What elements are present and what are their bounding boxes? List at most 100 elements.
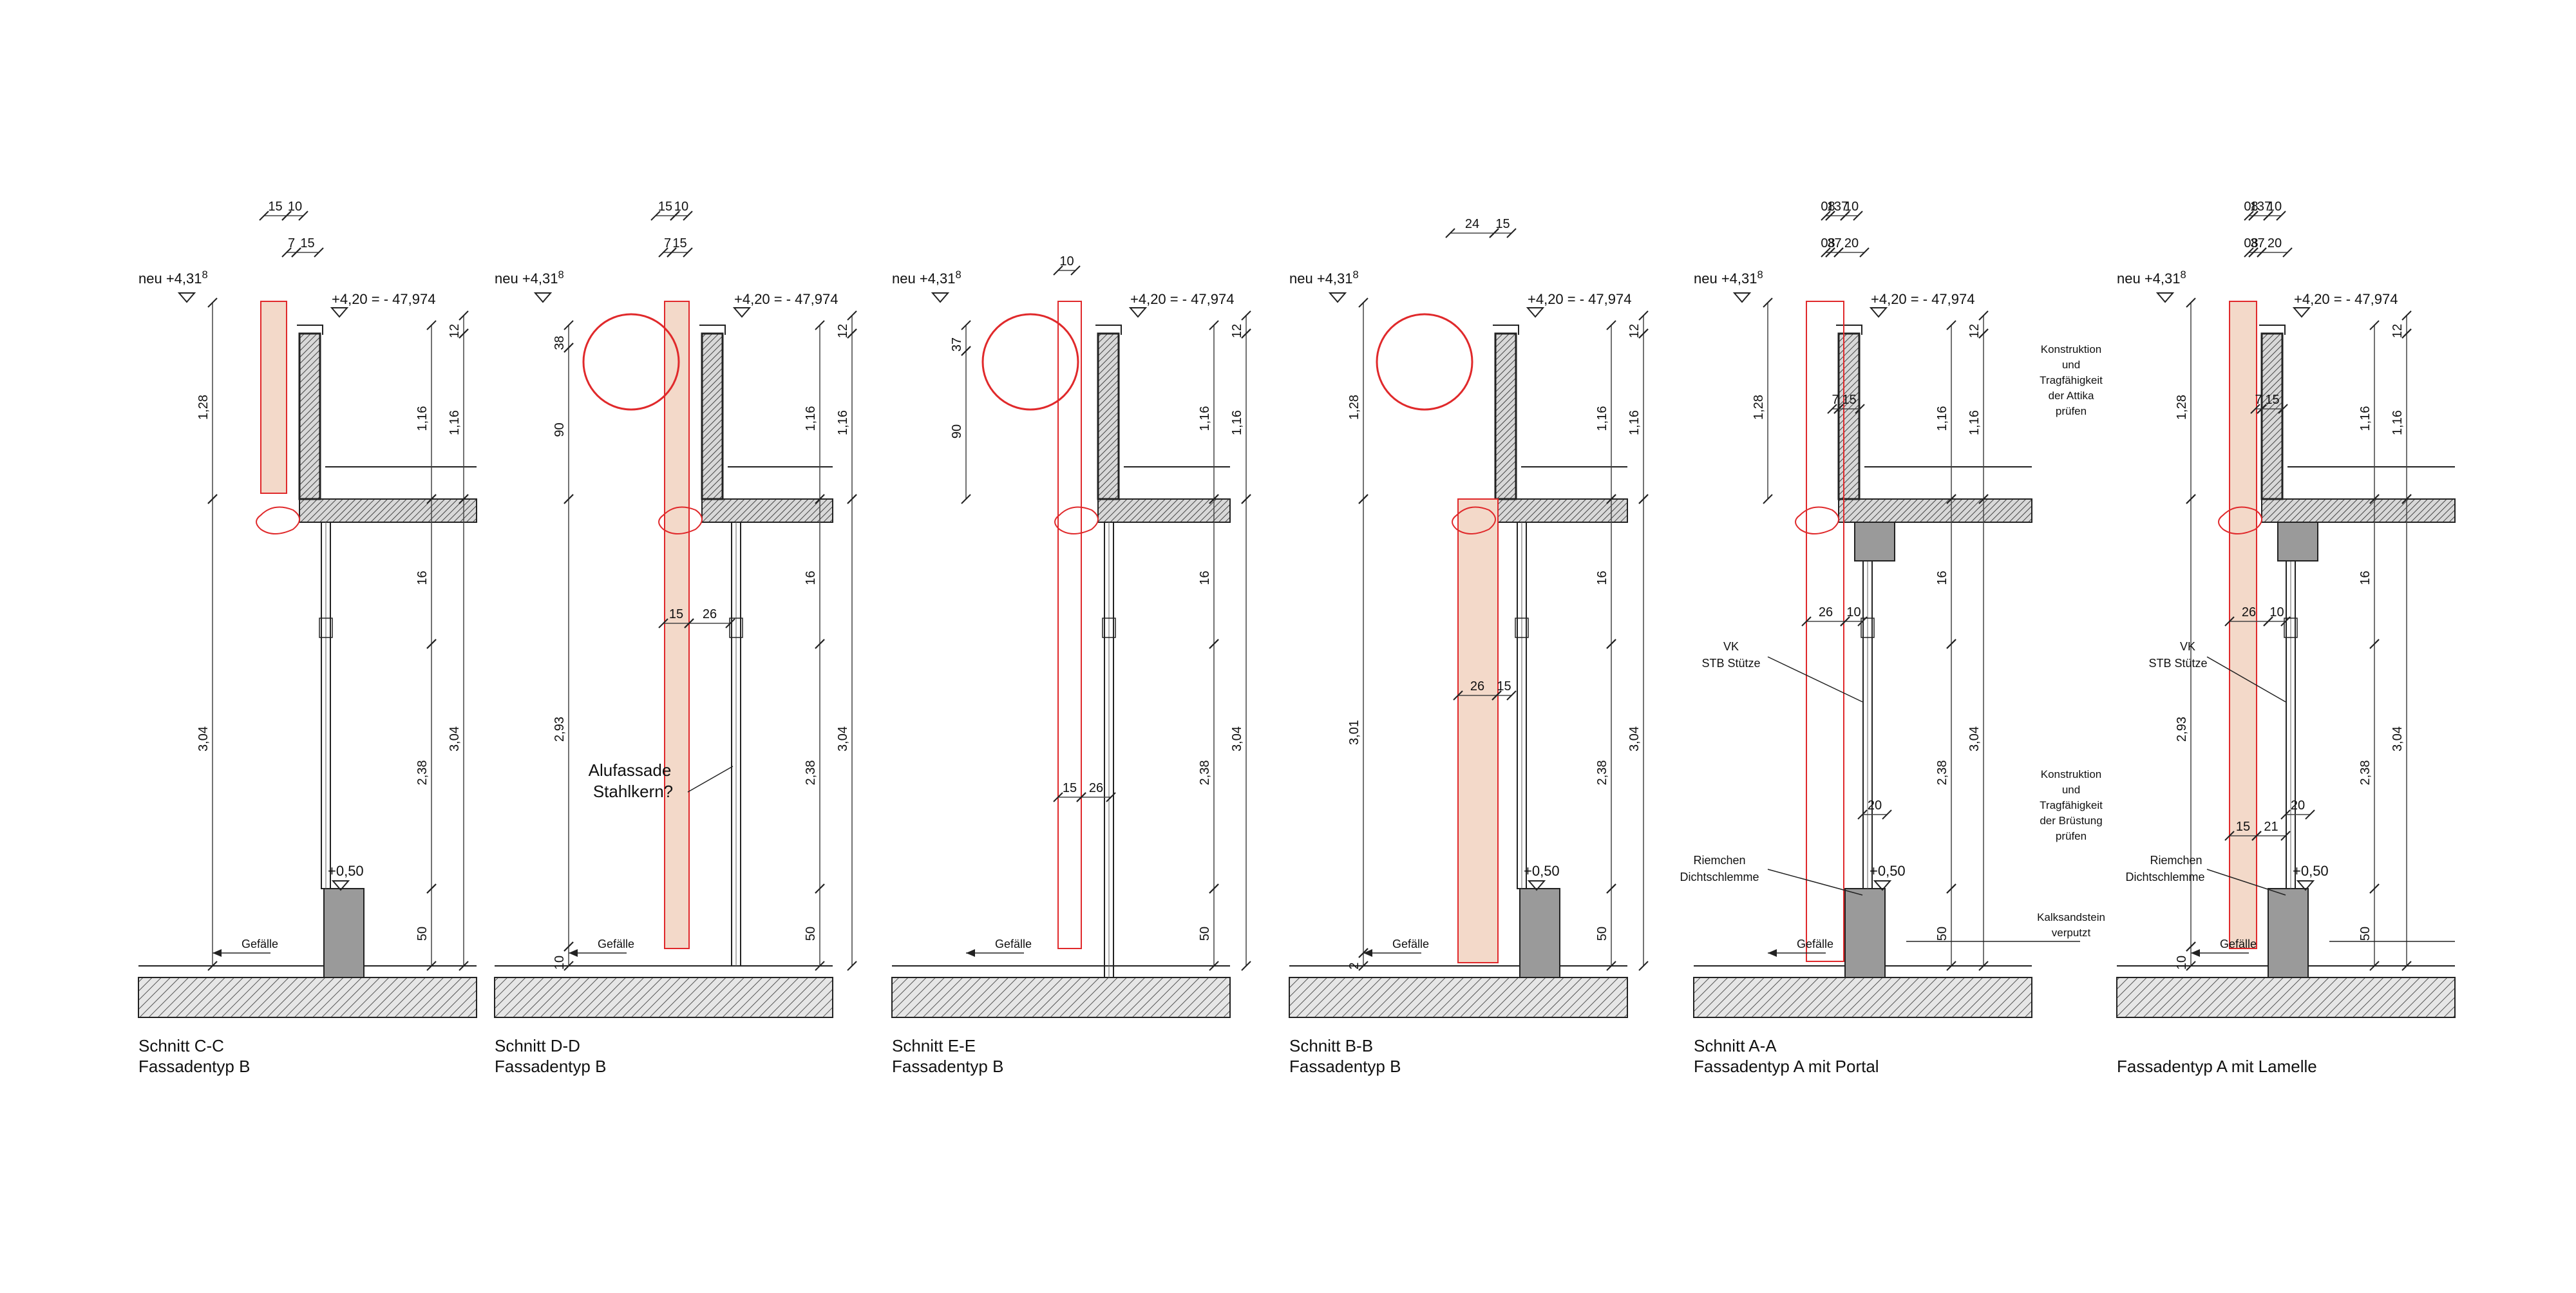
dimension-tick (2186, 941, 2196, 952)
dimension-tick (2251, 831, 2262, 841)
dimension-label: 90 (553, 422, 567, 437)
dimension-tick (2401, 961, 2412, 971)
dimension-label: 26 (2242, 605, 2256, 619)
dimension-label: 15 (669, 607, 683, 621)
dimension-tick (2248, 211, 2259, 221)
window-transom (319, 618, 333, 638)
annotation-note: VK (2180, 640, 2195, 653)
dimension-tick (459, 328, 469, 339)
dimension-label: 16 (1595, 571, 1609, 585)
dimension-label: 12 (448, 324, 462, 338)
level-bottom-label: +0,50 (1870, 863, 1906, 879)
caption-title: Schnitt B-B (1289, 1036, 1374, 1055)
slope-label: Gefälle (2220, 938, 2257, 950)
dimension-label: 1,16 (448, 410, 462, 435)
dimension-label: 26 (1819, 605, 1833, 619)
dimension-tick (291, 247, 301, 258)
dimension-tick (961, 320, 971, 330)
level-marker-icon (2296, 880, 2315, 891)
dimension-tick (1882, 809, 1892, 820)
parapet-wall (1097, 332, 1120, 500)
slope-label: Gefälle (995, 938, 1032, 950)
window-transom (1861, 618, 1875, 638)
dimension-tick (1209, 961, 1219, 971)
caption-lamelle: Fassadentyp A mit Lamelle (2117, 1056, 2317, 1077)
dimension-tick (1638, 328, 1649, 339)
parapet-capping (699, 325, 726, 335)
dimension-label: 26 (703, 607, 717, 621)
level-new-label: neu +4,318 (495, 269, 564, 287)
dimension-label: 16 (415, 571, 430, 585)
dimension-label: 37 (950, 337, 964, 352)
section-ee: neu +4,318+4,20 = - 47,974Gefälle1037901… (891, 254, 1251, 1018)
dimension-label: 15 (300, 236, 314, 250)
dimension-label: 137 (2250, 200, 2271, 214)
dimension-label: 2,93 (2175, 717, 2189, 742)
dimension-label: 10 (674, 200, 688, 214)
dimension-label: 1,28 (2175, 395, 2189, 420)
dimension-tick (1241, 328, 1251, 339)
dimension-tick (683, 211, 693, 221)
dimension-tick (1241, 494, 1251, 504)
new-facade-panel (1806, 301, 1844, 962)
dimension-tick (1978, 328, 1989, 339)
dimension-tick (564, 343, 574, 353)
dimension-label: 26 (1470, 679, 1484, 694)
new-facade-panel (1057, 301, 1082, 949)
dimension-label: 15 (1063, 781, 1077, 795)
dimension-label: 10 (2175, 956, 2189, 970)
leader-line (1767, 869, 1863, 896)
dimension-label: 15 (2236, 820, 2250, 834)
dimension-tick (426, 961, 437, 971)
annotation-note: prüfen (2056, 405, 2087, 417)
dimension-tick (1763, 494, 1773, 504)
detail-callout-circle (981, 313, 1079, 411)
section-lamelle: neu +4,318+4,20 = - 47,974+0,50Gefälle08… (2116, 200, 2456, 1018)
new-facade-panel (260, 301, 287, 494)
dimension-tick (1946, 883, 1956, 894)
dimension-tick (2369, 883, 2380, 894)
dimension-tick (459, 310, 469, 321)
dimension-tick (2401, 494, 2412, 504)
annotation-note: Dichtschlemme (1680, 871, 1759, 883)
annotation-note: Stahlkern? (593, 782, 673, 801)
dimension-tick (564, 494, 574, 504)
dimension-tick (2186, 297, 2196, 308)
dimension-label: 3,04 (196, 726, 211, 751)
slope-label: Gefälle (1392, 938, 1429, 950)
slope-arrow-icon (966, 949, 975, 957)
dimension-label: 20 (1844, 236, 1859, 250)
dimension-label: 08 (2244, 200, 2258, 214)
dimension-tick (281, 247, 292, 258)
dimension-label: 1,16 (1935, 406, 1949, 431)
dimension-label: 10 (2269, 605, 2284, 619)
dimension-label: 21 (2264, 820, 2278, 834)
dimension-tick (2257, 247, 2267, 258)
dimension-tick (670, 211, 680, 221)
dimension-label: 20 (2291, 798, 2305, 813)
dimension-tick (1241, 310, 1251, 321)
dimension-label: 16 (1198, 571, 1212, 585)
level-marker-icon (1869, 307, 1888, 318)
dimension-tick (2282, 247, 2293, 258)
plinth-wall (1519, 888, 1560, 978)
parapet-wall (2260, 332, 2284, 500)
level-top-label: +4,20 = - 47,974 (734, 291, 838, 307)
level-bottom-label: +0,50 (1524, 863, 1560, 879)
beam-block (2277, 522, 2318, 562)
dimension-label: 7 (288, 236, 295, 250)
dimension-label: 15 (672, 236, 687, 250)
caption-cc: Schnitt C-C Fassadentyp B (138, 1035, 250, 1077)
caption-title: Schnitt C-C (138, 1036, 224, 1055)
dimension-label: 10 (288, 200, 302, 214)
leader-line (2206, 656, 2286, 703)
dimension-tick (1070, 265, 1081, 276)
caption-dd: Schnitt D-D Fassadentyp B (495, 1035, 606, 1077)
dimension-label: 50 (415, 927, 430, 941)
dimension-tick (298, 211, 308, 221)
level-marker-icon (330, 307, 349, 318)
plinth-wall (323, 888, 365, 978)
dimension-tick (847, 961, 857, 971)
level-marker-icon (2292, 307, 2311, 318)
dimension-tick (2401, 328, 2412, 339)
